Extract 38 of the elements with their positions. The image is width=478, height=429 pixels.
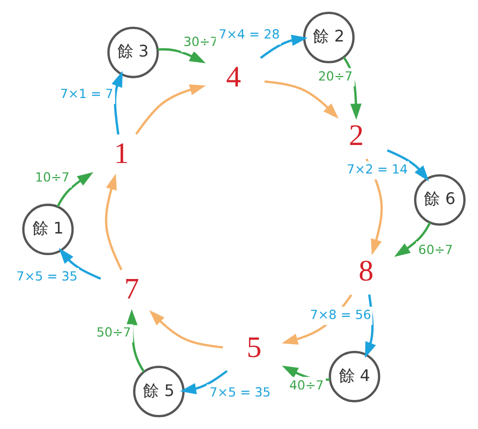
edge-label: 20÷7 — [318, 68, 353, 84]
arrow — [58, 248, 102, 280]
node-text: 5 — [246, 330, 262, 364]
arrow — [112, 70, 123, 135]
node-circle: 餘 3 — [107, 26, 159, 78]
arrow — [180, 370, 228, 394]
node-circle: 餘 6 — [414, 174, 466, 226]
arrow — [158, 48, 206, 64]
node-circle: 餘 4 — [328, 350, 380, 402]
edge-label: 60÷7 — [418, 242, 453, 257]
arrow — [56, 172, 94, 208]
arrow — [105, 174, 122, 270]
edge-label: 40÷7 — [289, 377, 324, 392]
node-circle: 餘 2 — [303, 12, 355, 64]
arrow — [364, 294, 376, 358]
node-text: 7 — [124, 272, 140, 306]
arrow — [260, 34, 308, 59]
edge-label: 10÷7 — [34, 170, 70, 185]
edge-label: 30÷7 — [184, 34, 218, 50]
node-text: 8 — [358, 254, 374, 288]
node-text: 1 — [114, 136, 129, 170]
edge-label: 7×2 = 14 — [346, 162, 408, 177]
arrow — [386, 149, 429, 182]
edge-label: 50÷7 — [96, 324, 132, 340]
edge-label: 7×4 = 28 — [218, 26, 280, 42]
edge-label: 7×8 = 56 — [310, 307, 372, 322]
edge-label: 7×5 = 35 — [210, 384, 271, 400]
node-circle: 餘 1 — [22, 204, 74, 256]
arrow — [264, 80, 339, 119]
node-circle: 餘 5 — [133, 366, 185, 418]
edge-label: 7×5 = 35 — [16, 268, 78, 284]
node-text: 4 — [226, 60, 242, 94]
arrow — [394, 222, 432, 257]
node-text: 2 — [348, 119, 364, 152]
edge-label: 7×1 = 7 — [60, 86, 114, 102]
arrow — [126, 309, 145, 372]
arrow — [135, 84, 206, 135]
arrow — [149, 310, 223, 348]
